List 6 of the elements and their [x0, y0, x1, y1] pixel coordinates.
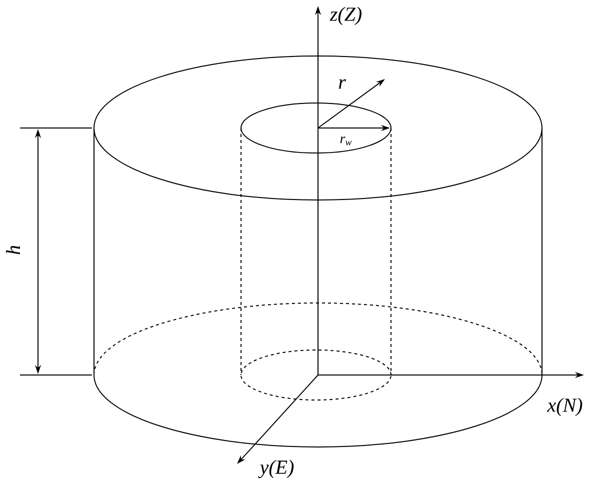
axis-label: x(N)	[546, 398, 582, 416]
dimension-label: h	[6, 246, 20, 254]
radius-label: r$_{w}$	[340, 136, 352, 146]
radius-label: r	[338, 79, 346, 89]
axis-label: z(Z)	[330, 6, 362, 26]
axis-label: y(E)	[258, 460, 294, 478]
